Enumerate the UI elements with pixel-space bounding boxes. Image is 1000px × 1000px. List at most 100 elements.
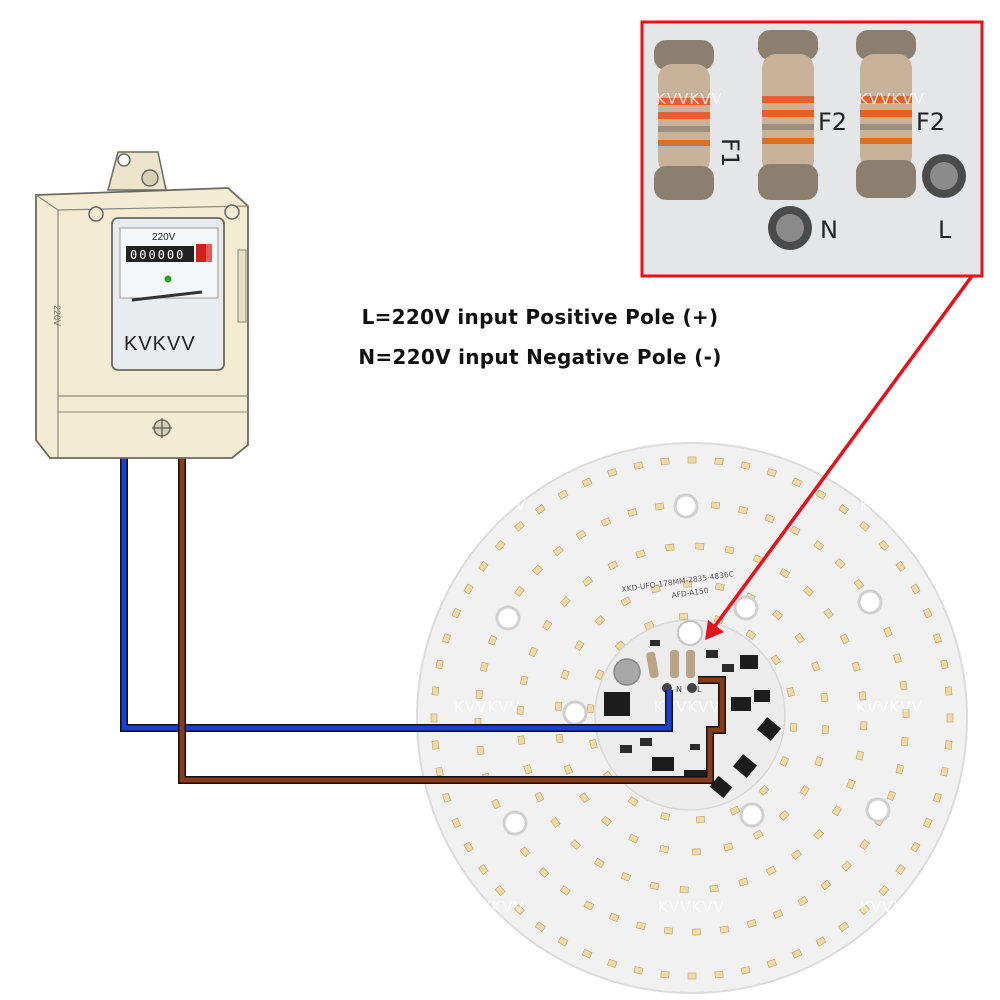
led-chip (650, 584, 661, 594)
watermark-text: KVVKVV (856, 698, 923, 716)
led-chip (723, 842, 734, 852)
led-chip (695, 815, 706, 824)
led-chip (519, 846, 531, 858)
led-rings (430, 456, 954, 980)
led-chip (820, 879, 832, 891)
led-chip (582, 576, 593, 587)
watermark-text: KVVKVV (860, 898, 927, 916)
led-chip (687, 456, 697, 464)
led-chip (766, 468, 777, 478)
led-chip (538, 867, 550, 878)
led-chip (789, 525, 801, 536)
led-chip (765, 865, 777, 876)
led-chip (559, 885, 571, 896)
led-chip (740, 461, 751, 470)
led-chip (946, 713, 954, 723)
led-chip (532, 564, 543, 576)
led-chip (902, 709, 910, 718)
led-chip (442, 792, 452, 803)
led-chip (594, 669, 605, 680)
led-chip (940, 659, 949, 670)
led-chip (534, 504, 546, 515)
watermark-text: KVVKVV (458, 898, 525, 916)
led-board: XKD-UFO-178MM-2835-4836C AFD-A150 N L KV… (416, 442, 968, 994)
led-chip (900, 736, 909, 747)
led-chip (683, 580, 693, 588)
led-chip (851, 661, 861, 672)
led-chip (627, 508, 638, 517)
inset-terminal-n-label: N (820, 216, 838, 244)
led-chip (858, 691, 867, 701)
led-chip (678, 612, 689, 621)
led-chip (557, 489, 569, 500)
led-chip (766, 958, 777, 968)
led-chip (803, 586, 814, 597)
meter-brand-label: KVKVV (124, 333, 196, 355)
led-chip (581, 948, 593, 959)
bridge-chip (604, 692, 630, 716)
led-chip (560, 669, 570, 680)
led-chip (609, 912, 620, 923)
led-chip (649, 881, 660, 891)
meter-counter-digits: 000000 (130, 248, 183, 262)
led-chip (834, 558, 846, 569)
led-chip (932, 633, 942, 644)
watermark-text: KVVKVV (658, 898, 725, 916)
led-chip (555, 733, 564, 744)
led-chip (772, 609, 784, 621)
led-chip (940, 766, 949, 777)
neutral-wire (121, 455, 672, 731)
fuse-label-f1: F1 (716, 138, 744, 167)
led-chip (791, 477, 803, 488)
led-chip (709, 884, 719, 893)
led-chip (478, 864, 489, 876)
led-chip (659, 844, 670, 854)
led-chip (860, 721, 868, 731)
led-chip (770, 654, 781, 666)
led-chip (620, 596, 632, 607)
led-chip (839, 633, 850, 645)
led-chip (895, 560, 906, 572)
led-chip (820, 692, 829, 703)
led-chip (838, 504, 850, 515)
led-chip (542, 619, 553, 631)
led-chip (910, 583, 921, 595)
led-chip (431, 740, 440, 750)
led-chip (586, 704, 595, 714)
led-chip (859, 839, 870, 851)
led-chip (932, 792, 942, 803)
led-chip (855, 750, 865, 761)
watermark-text: KVVKVV (654, 698, 721, 716)
led-chip (660, 812, 671, 821)
led-chip (692, 928, 701, 936)
led-chip (494, 539, 506, 551)
led-chip (714, 970, 724, 979)
led-chip (550, 817, 561, 828)
led-chip (738, 877, 749, 887)
led-chip (886, 790, 897, 801)
led-chip (893, 653, 902, 664)
led-chip (516, 705, 524, 715)
led-chip (593, 857, 605, 868)
led-chip (752, 829, 764, 840)
led-chip (922, 817, 933, 829)
led-chip (823, 608, 834, 619)
led-chip (815, 489, 827, 500)
led-chip (487, 635, 498, 646)
led-chip (883, 626, 893, 638)
led-chip (841, 860, 852, 872)
board-terminal-n-label: N (676, 685, 682, 694)
led-chip (831, 805, 842, 817)
led-chip (878, 539, 890, 551)
led-chip (660, 970, 670, 979)
led-chip (679, 886, 689, 894)
led-chip (583, 900, 595, 911)
meter-side-label: 220V (52, 305, 62, 326)
led-chip (519, 675, 529, 686)
meter-voltage-label: 220V (152, 232, 176, 243)
fuse-resistors (654, 30, 916, 200)
led-chip (627, 796, 639, 807)
led-chip (758, 785, 770, 796)
watermark-text: KVVKVV (460, 496, 527, 514)
